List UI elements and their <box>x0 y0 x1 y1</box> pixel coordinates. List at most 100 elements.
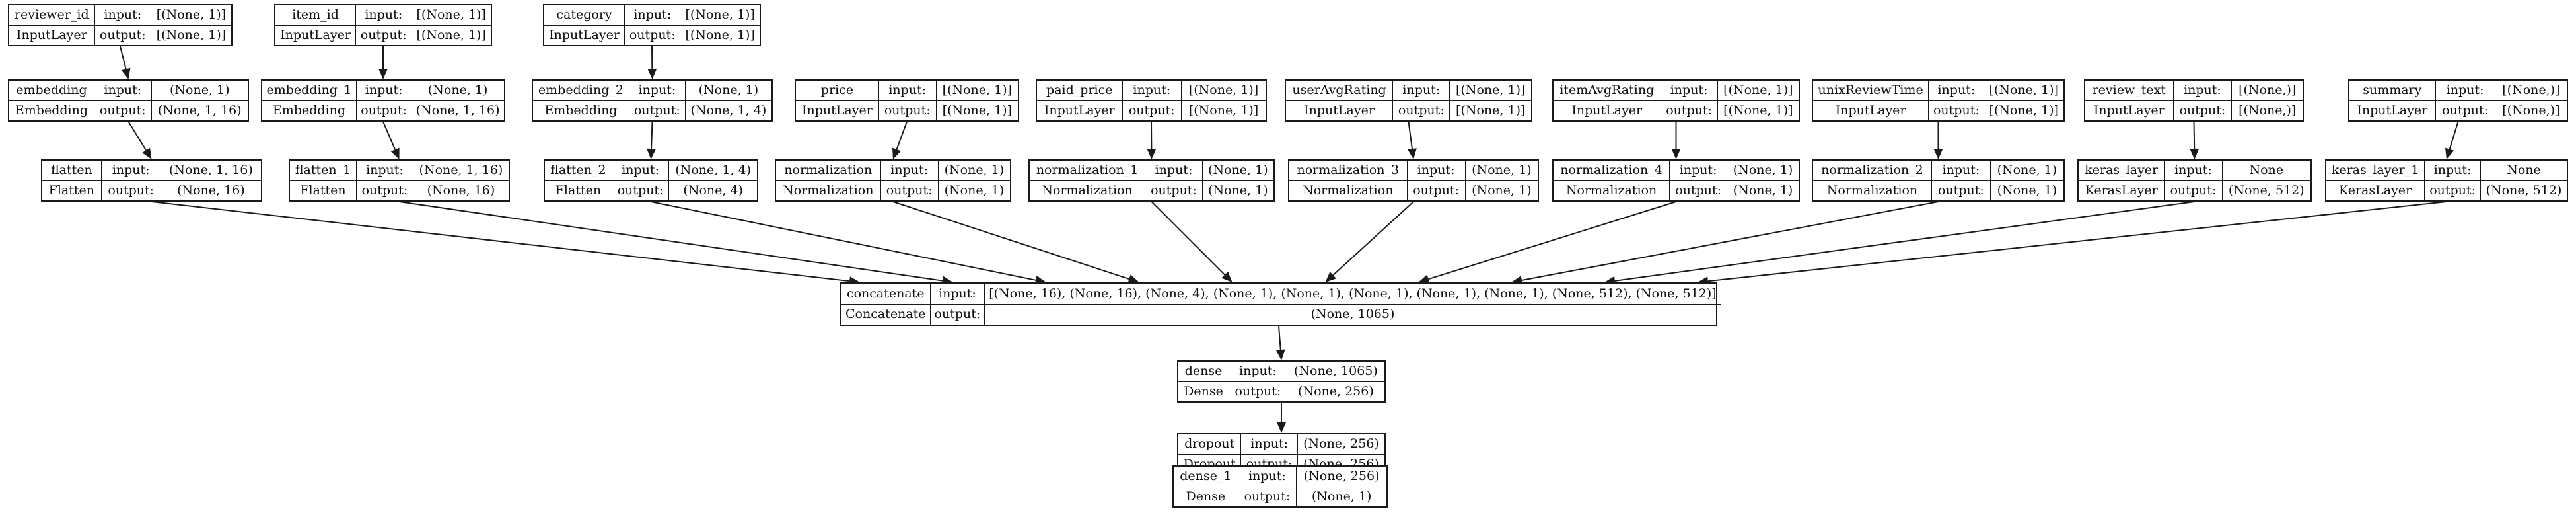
layer-name: flatten <box>42 161 102 181</box>
output-shape: [(None, 1)] <box>1984 100 2063 120</box>
input-shape: (None, 1) <box>684 81 771 101</box>
layer-type: Embedding <box>262 100 357 120</box>
layer-name: normalization <box>776 161 881 181</box>
input-shape: (None, 256) <box>1296 467 1386 487</box>
output-label: output: <box>1237 486 1297 506</box>
input-shape: [(None,)] <box>2494 81 2567 101</box>
output-shape: (None, 1, 16) <box>411 100 504 120</box>
edge-normalization-1-to-concatenate <box>1151 201 1225 276</box>
output-shape: (None, 512) <box>2221 180 2310 200</box>
layer-name: embedding <box>9 81 94 101</box>
layer-name: normalization_4 <box>1554 161 1670 181</box>
layer-name: category <box>544 5 626 26</box>
edge-flatten-1-to-concatenate <box>399 201 943 282</box>
input-label: input: <box>2435 81 2495 101</box>
input-shape: [(None, 1)] <box>935 81 1018 101</box>
layer-type: InputLayer <box>2085 100 2174 120</box>
edge-embedding-1-to-flatten-1-arrowhead <box>390 147 400 159</box>
edge-dense-to-dropout-arrowhead <box>1277 422 1286 433</box>
layer-type: Flatten <box>290 180 357 200</box>
layer-name: dropout <box>1178 434 1242 455</box>
edge-review-text-to-keras-layer-arrowhead <box>2190 148 2200 159</box>
input-label: input: <box>100 161 161 181</box>
edge-keras-layer-to-concatenate <box>1614 201 2195 282</box>
output-shape: (None, 1) <box>937 180 1010 200</box>
layer-name: embedding_2 <box>533 81 629 101</box>
layer-type: Flatten <box>545 180 612 200</box>
layer-type: Embedding <box>533 100 629 120</box>
input-shape: [(None,)] <box>2231 81 2303 101</box>
input-shape: [(None, 1)] <box>411 5 491 26</box>
edge-normalization-4-to-concatenate-arrowhead <box>1418 274 1430 284</box>
layer-name: dense_1 <box>1174 467 1238 487</box>
output-shape: (None, 1) <box>1727 180 1799 200</box>
layer-name: userAvgRating <box>1286 81 1394 101</box>
edge-embedding-to-flatten-arrowhead <box>142 147 152 159</box>
output-label: output: <box>628 100 686 120</box>
layer-type: InputLayer <box>796 100 879 120</box>
layer-type: Normalization <box>1813 180 1932 200</box>
layer-name: embedding_1 <box>262 81 357 101</box>
edge-keras-layer-1-to-concatenate <box>1707 201 2447 282</box>
input-shape: [(None, 1)] <box>150 5 231 26</box>
input-label: input: <box>2164 161 2223 181</box>
input-label: input: <box>929 284 985 305</box>
input-shape: [(None, 1)] <box>1984 81 2063 101</box>
output-label: output: <box>1660 100 1718 120</box>
input-label: input: <box>1406 161 1466 181</box>
input-label: input: <box>2424 161 2482 181</box>
output-label: output: <box>1928 100 1985 120</box>
layer-name: summary <box>2349 81 2436 101</box>
edge-flatten-2-to-concatenate <box>651 201 1036 281</box>
output-shape: (None, 1, 16) <box>151 100 248 120</box>
output-label: output: <box>878 100 937 120</box>
edge-reviewer-id-to-embedding <box>120 46 127 69</box>
input-label: input: <box>356 161 413 181</box>
output-label: output: <box>1406 180 1466 200</box>
layer-type: Normalization <box>1289 180 1408 200</box>
input-shape: (None, 1) <box>1989 161 2063 181</box>
input-label: input: <box>94 5 151 26</box>
input-label: input: <box>1931 161 1991 181</box>
output-label: output: <box>94 24 151 45</box>
layer-type: InputLayer <box>1286 100 1394 120</box>
layer-type: Normalization <box>1030 180 1146 200</box>
edge-normalization-3-to-concatenate <box>1332 201 1414 276</box>
input-label: input: <box>611 161 670 181</box>
edge-userAvgRating-to-normalization-3 <box>1408 121 1413 149</box>
output-shape: [(None,)] <box>2494 100 2567 120</box>
layer-type: InputLayer <box>1037 100 1123 120</box>
input-shape: (None, 1, 16) <box>412 161 509 181</box>
output-shape: (None, 512) <box>2480 180 2567 200</box>
output-shape: (None, 256) <box>1286 381 1384 401</box>
input-label: input: <box>1240 434 1298 455</box>
edge-concatenate-to-dense <box>1278 325 1281 350</box>
layer-type: KerasLayer <box>2079 180 2165 200</box>
output-shape: [(None, 1)] <box>1717 100 1799 120</box>
layer-type: Embedding <box>9 100 94 120</box>
input-label: input: <box>2172 81 2233 101</box>
layer-type: InputLayer <box>275 24 357 45</box>
edge-review-text-to-keras-layer <box>2193 121 2196 149</box>
layer-name: dense <box>1178 362 1230 382</box>
input-shape: None <box>2480 161 2567 181</box>
output-label: output: <box>624 24 681 45</box>
input-shape: (None, 1, 4) <box>668 161 757 181</box>
input-label: input: <box>624 5 681 26</box>
layer-name: flatten_1 <box>290 161 357 181</box>
